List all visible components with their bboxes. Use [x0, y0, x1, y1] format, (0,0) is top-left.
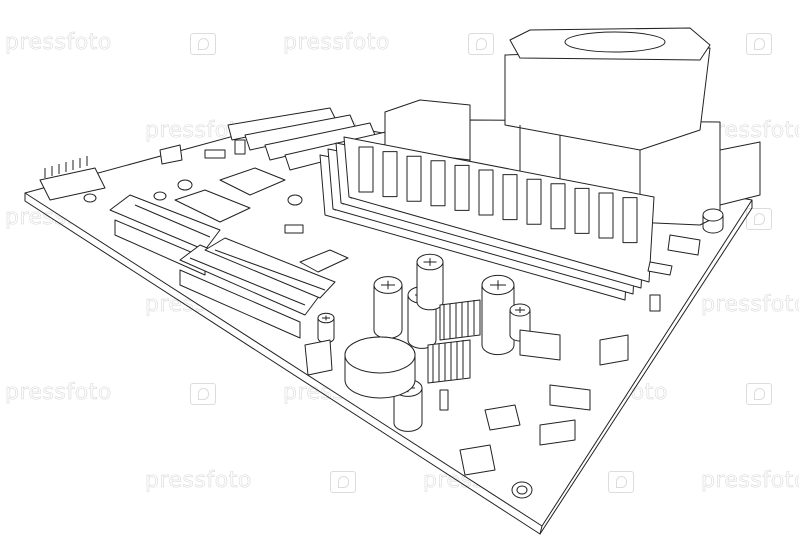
memory-chip [430, 160, 446, 207]
memory-chip [382, 151, 398, 198]
memory-chip [478, 169, 494, 216]
chipset [39, 139, 349, 273]
watermark-text: pressfoto [5, 30, 112, 56]
memory-chip [406, 155, 422, 202]
memory-chip [550, 183, 566, 230]
capacitor [416, 261, 444, 311]
watermark-text: pressfoto [283, 30, 390, 56]
capacitor [393, 387, 423, 432]
capacitor-vent [322, 315, 330, 321]
watermark-logo-icon [608, 471, 634, 493]
capacitor-vent [381, 280, 395, 290]
watermark-logo-icon [190, 383, 216, 405]
watermark-logo-icon [468, 33, 494, 55]
watermark-text: pressfoto [701, 468, 799, 494]
watermark-logo-icon [330, 471, 356, 493]
memory-chip [622, 197, 638, 244]
capacitor-vent [515, 307, 525, 313]
headers-and-connectors [304, 208, 724, 476]
memory-chip [526, 178, 542, 225]
cmos-battery [344, 336, 416, 399]
memory-chip [358, 146, 374, 193]
memory-modules [319, 136, 655, 301]
capacitor-vent [490, 280, 506, 290]
memory-chip [454, 164, 470, 211]
watermark-logo-icon [746, 208, 772, 230]
watermark-logo-icon [746, 33, 772, 55]
memory-chip [502, 174, 518, 221]
capacitor [481, 284, 515, 356]
memory-chip [598, 192, 614, 239]
capacitors [317, 253, 531, 432]
watermark-text: pressfoto [145, 468, 252, 494]
memory-chip [574, 187, 590, 234]
mosfet-heatsinks [427, 299, 481, 384]
ide-connectors [109, 194, 336, 339]
watermark-logo-icon [746, 383, 772, 405]
watermark-logo-icon [190, 33, 216, 55]
watermark-text: pressfoto [5, 380, 112, 406]
watermark-text: pressfoto [701, 292, 799, 318]
capacitor-vent [423, 258, 437, 266]
